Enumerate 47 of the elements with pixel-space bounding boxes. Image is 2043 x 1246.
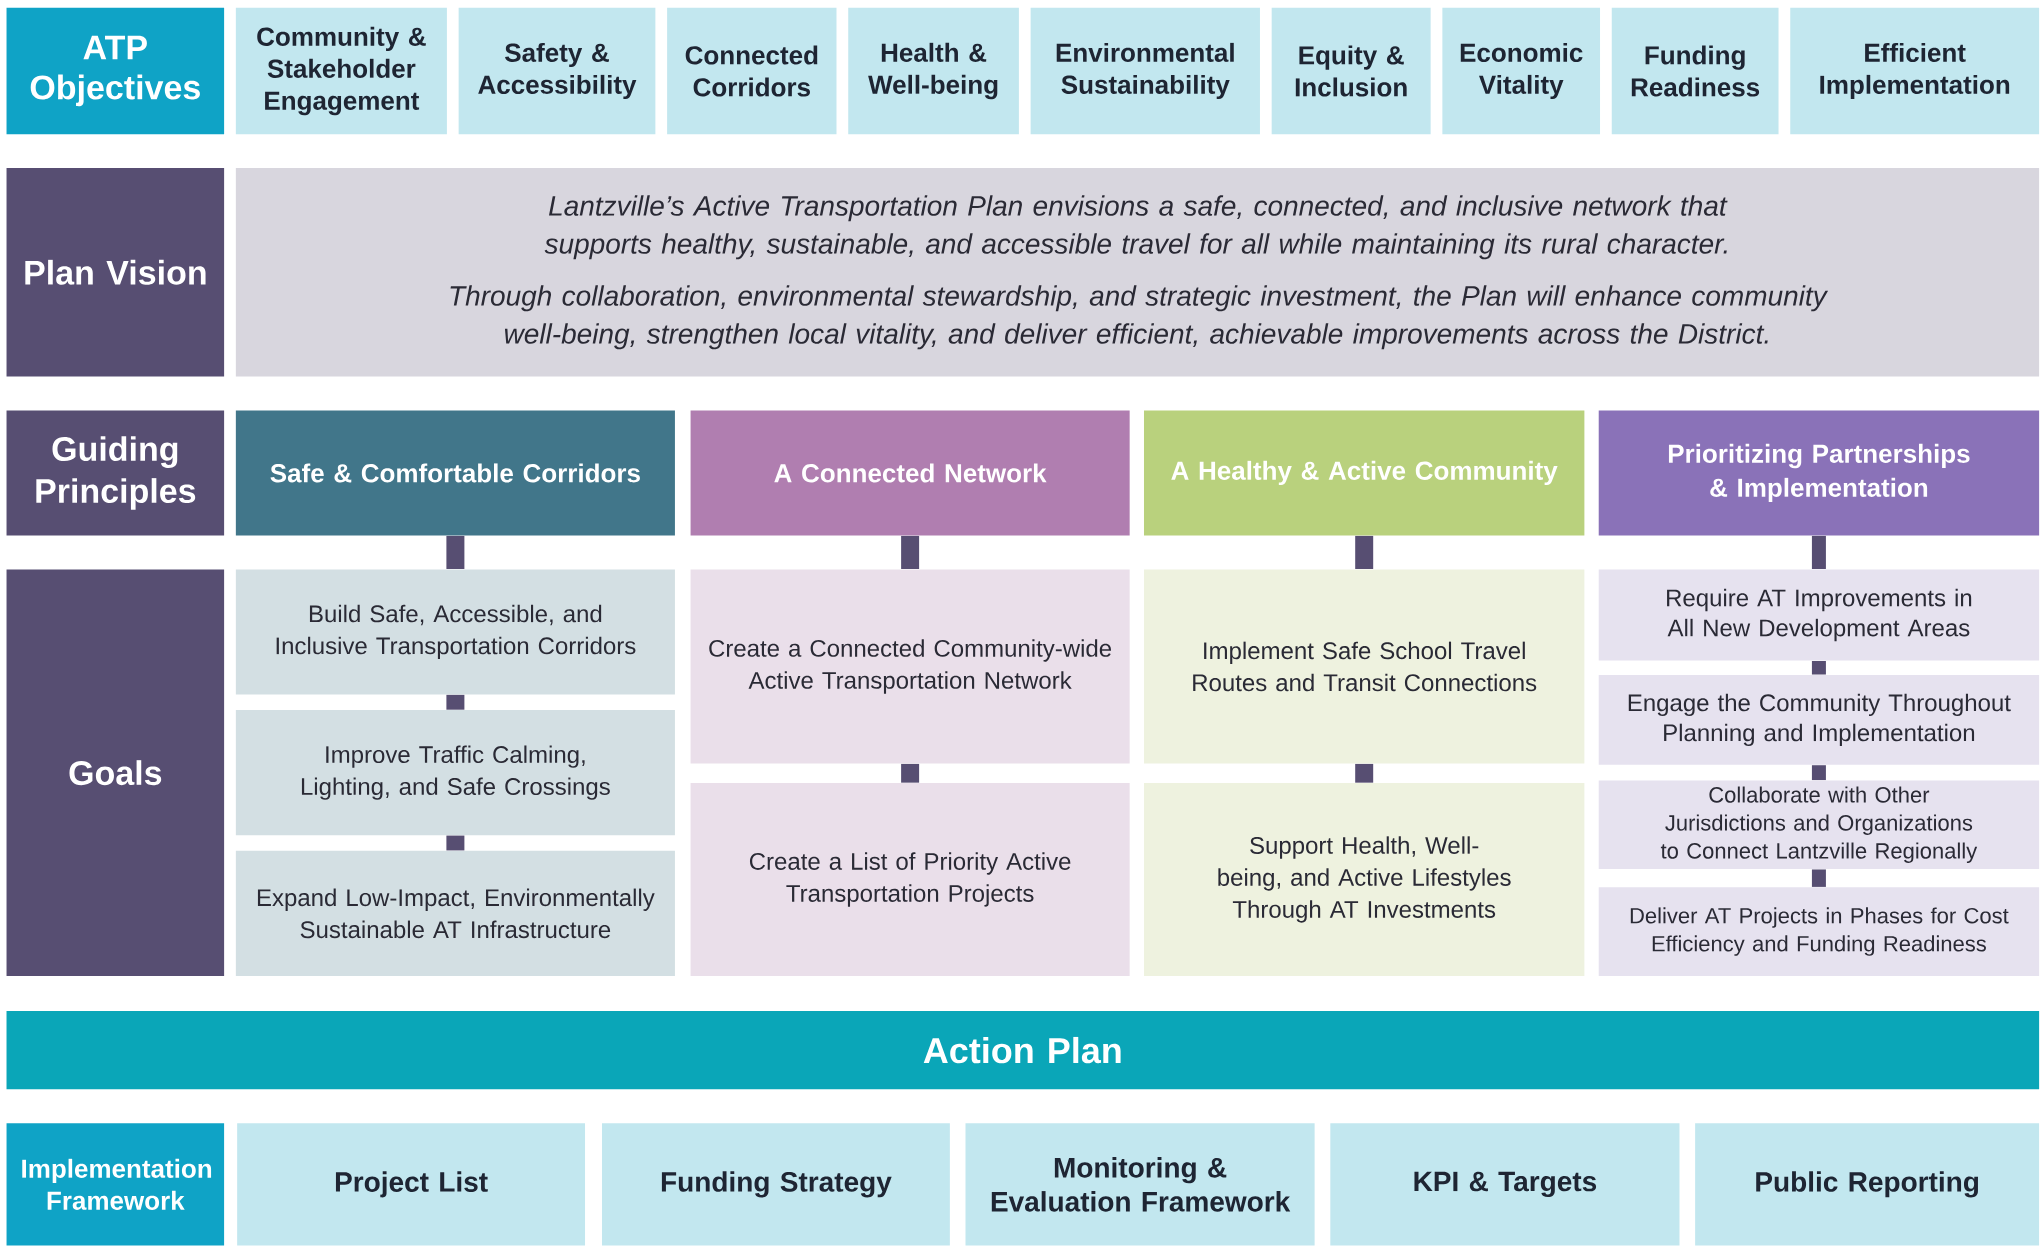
objective-box: Equity & Inclusion — [1271, 7, 1431, 135]
header-box: Implementation Framework — [6, 1123, 225, 1246]
principle-box: A Healthy & Active Community — [1144, 410, 1585, 536]
objective-box: Connected Corridors — [667, 7, 837, 135]
objective-box: Economic Vitality — [1442, 7, 1601, 135]
framework-box: Project List — [237, 1123, 586, 1246]
principle-box: A Connected Network — [690, 410, 1130, 536]
objective-box: Efficient Implementation — [1790, 7, 2040, 135]
goal-box: Create a Connected Community-wide Active Transportation Network — [690, 569, 1130, 764]
framework-box: Funding Strategy — [601, 1123, 950, 1246]
goal-box: Implement Safe School Travel Routes and Transit Connections — [1144, 569, 1585, 764]
connector — [1811, 535, 1826, 569]
header-box: Plan Vision — [6, 168, 225, 377]
connector — [901, 535, 920, 569]
framework-box: Public Reporting — [1695, 1123, 2040, 1246]
connector — [901, 763, 920, 783]
principle-box: Prioritizing Partnerships & Implementation — [1598, 410, 2040, 536]
connector — [446, 694, 465, 710]
connector — [1811, 869, 1826, 887]
goal-box: Expand Low-Impact, Environmentally Sustainable AT Infrastructure — [235, 850, 675, 976]
framework-box: KPI & Targets — [1330, 1123, 1680, 1246]
goal-box: Improve Traffic Calming, Lighting, and Safe Crossings — [235, 710, 675, 836]
objective-box: Community & Stakeholder Engagement — [235, 7, 447, 135]
vision-box: Lantzville’s Active Transportation Plan envisions a safe, connected, and inclusive network that supports healthy, sustainable, and accessible travel for all while maintaining its rural character. Through collaboration, environmental stewardship, and strategic investment, the Plan will enhance community well-being, strengthen local vitality, and deliver efficient, achievable improvements across the District. — [235, 168, 2040, 377]
connector — [1355, 763, 1374, 783]
connector — [1811, 661, 1826, 675]
connector — [446, 835, 465, 851]
objective-box: Environmental Sustainability — [1030, 7, 1260, 135]
connector — [1811, 765, 1826, 781]
objective-box: Health & Well-being — [848, 7, 1019, 135]
objective-box: Funding Readiness — [1611, 7, 1779, 135]
header-box: Goals — [6, 569, 225, 976]
goal-box: Create a List of Priority Active Transportation Projects — [690, 783, 1130, 976]
goal-box: Deliver AT Projects in Phases for Cost Efficiency and Funding Readiness — [1598, 887, 2040, 976]
band: Action Plan — [6, 1011, 2040, 1090]
connector — [446, 535, 465, 569]
header-box: Guiding Principles — [6, 410, 225, 536]
goal-box: Support Health, Well-being, and Active Lifestyles Through AT Investments — [1144, 783, 1585, 976]
connector — [1355, 535, 1374, 569]
header-box: ATP Objectives — [6, 7, 225, 135]
objective-box: Safety & Accessibility — [458, 7, 656, 135]
goal-box: Build Safe, Accessible, and Inclusive Transportation Corridors — [235, 569, 675, 695]
goal-box: Collaborate with Other Jurisdictions and Organizations to Connect Lantzville Regionally — [1598, 780, 2040, 870]
goal-box: Require AT Improvements in All New Development Areas — [1598, 569, 2040, 661]
framework-box: Monitoring & Evaluation Framework — [965, 1123, 1315, 1246]
goal-box: Engage the Community Throughout Planning and Implementation — [1598, 674, 2040, 765]
principle-box: Safe & Comfortable Corridors — [235, 410, 675, 536]
